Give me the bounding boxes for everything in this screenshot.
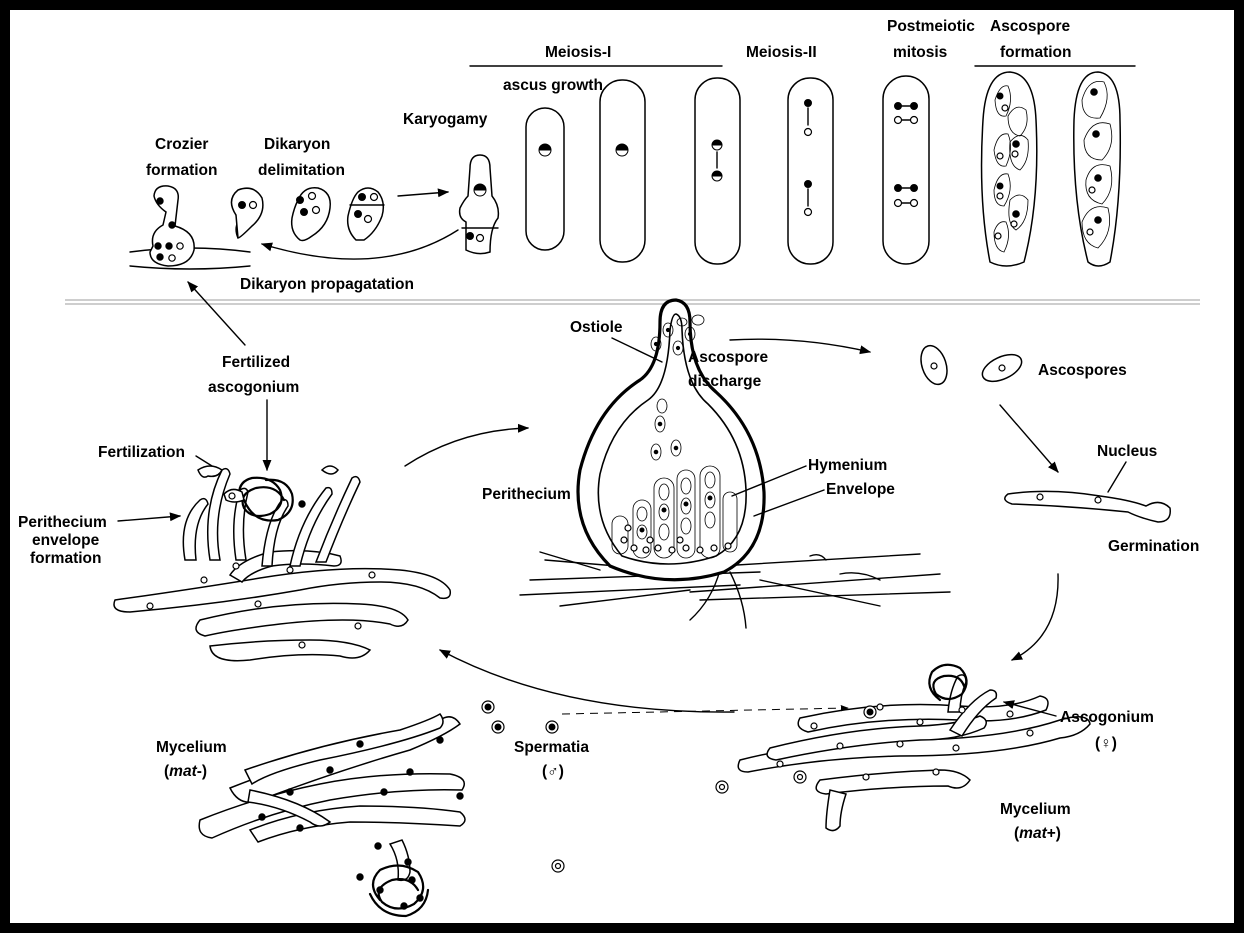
label-ascospore-formation-1: Ascospore [990, 18, 1070, 35]
label-ostiole: Ostiole [570, 319, 623, 336]
ascus-cell-1 [526, 108, 564, 250]
label-envelope-formation-1: Perithecium [18, 514, 107, 531]
ascus-cell-2 [600, 80, 645, 262]
label-germination: Germination [1108, 538, 1199, 555]
label-ascospore-discharge-2: discharge [688, 373, 762, 390]
label-dikaryon: Dikaryon [264, 136, 330, 153]
germinating-spore [1005, 491, 1170, 522]
label-crozier-formation: formation [146, 162, 217, 179]
dikaryon-cell-3 [348, 188, 384, 240]
label-nucleus: Nucleus [1097, 443, 1157, 460]
label-mycelium-minus: Mycelium [156, 739, 227, 756]
label-postmeiotic: Postmeiotic [887, 18, 975, 35]
mycelium-mat-minus [199, 714, 465, 916]
ascus-cell-spore-formation-2 [1074, 72, 1121, 266]
label-postmeiotic-mitosis: mitosis [893, 44, 947, 61]
label-perithecium: Perithecium [482, 486, 571, 503]
arrow-to-crozier [188, 282, 245, 345]
label-mycelium-plus: Mycelium [1000, 801, 1071, 818]
ascus-cell-meiosis-1 [695, 78, 740, 264]
arrow-to-germination [1000, 405, 1058, 472]
label-fertilized: Fertilized [222, 354, 290, 371]
fertilized-mycelium [114, 466, 450, 661]
label-karyogamy: Karyogamy [403, 111, 488, 128]
label-meiosis-1: Meiosis-I [545, 44, 611, 61]
label-spermatia: Spermatia [514, 739, 589, 756]
ascus-cell-postmeiotic [883, 76, 929, 264]
label-ascospore-formation-2: formation [1000, 44, 1071, 61]
label-envelope: Envelope [826, 481, 895, 498]
ascospores [916, 342, 1025, 387]
label-meiosis-2: Meiosis-II [746, 44, 817, 61]
label-hymenium: Hymenium [808, 457, 887, 474]
label-ascospores: Ascospores [1038, 362, 1127, 379]
arrow-to-ascogonium [1012, 574, 1058, 660]
karyogamy-cell [460, 155, 499, 254]
dikaryon-cell-2 [292, 188, 331, 241]
label-mycelium-plus-mat: (mat+) [1014, 825, 1061, 842]
label-ascogonium: Ascogonium [1060, 709, 1154, 726]
label-ascospore-discharge-1: Ascospore [688, 349, 768, 366]
label-fertilization: Fertilization [98, 444, 185, 461]
arrow-to-perithecium [405, 428, 528, 466]
dashed-arrow-spermatia [562, 708, 848, 714]
ascus-cell-spore-formation-1 [982, 72, 1037, 266]
label-envelope-formation-2: envelope [32, 532, 100, 549]
label-male-symbol: (♂) [542, 763, 564, 780]
label-crozier: Crozier [155, 136, 208, 153]
label-ascus-growth: ascus growth [503, 77, 603, 94]
label-dikaryon-delimitation: delimitation [258, 162, 345, 179]
label-mycelium-minus-mat: (mat-) [164, 763, 207, 780]
arrow-to-karyogamy [398, 192, 448, 196]
ascus-cell-meiosis-2 [788, 78, 833, 264]
label-fertilized-ascogonium: ascogonium [208, 379, 299, 396]
label-dikaryon-propagation: Dikaryon propagatation [240, 276, 414, 293]
label-envelope-formation-3: formation [30, 550, 101, 567]
label-female-symbol: (♀) [1095, 735, 1117, 752]
dikaryon-cell-1 [231, 188, 262, 238]
